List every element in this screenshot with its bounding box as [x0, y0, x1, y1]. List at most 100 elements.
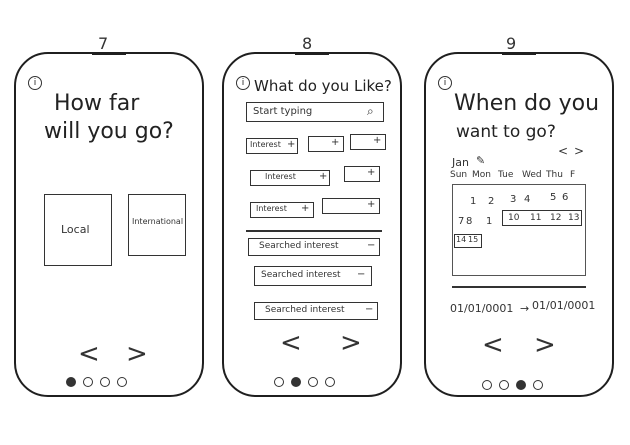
page-dot: [291, 377, 301, 387]
info-icon: i: [438, 76, 452, 90]
local-option-label: Local: [61, 223, 90, 236]
date-to-field[interactable]: 01/01/0001: [532, 299, 596, 312]
phone-screen-8: i What do you Like? Start typing ⌕ Inter…: [222, 52, 402, 397]
screen-number: 9: [506, 34, 517, 53]
calendar-day[interactable]: 5: [550, 192, 557, 203]
calendar-grid: [452, 184, 586, 276]
searched-interest-chip[interactable]: Searched interest −: [254, 266, 372, 286]
selected-range: [454, 234, 482, 248]
screen-number: 7: [98, 34, 109, 53]
phone-screen-7: i How far will you go? Local Internation…: [14, 52, 204, 397]
calendar-day[interactable]: 13: [568, 213, 580, 223]
interest-label: Interest: [256, 204, 287, 213]
add-icon: +: [301, 203, 310, 214]
weekday-label: F: [570, 170, 576, 180]
calendar-day[interactable]: 14: [456, 235, 467, 244]
page-dot: [516, 380, 526, 390]
arrow-icon: →: [520, 302, 530, 315]
page-dot: [83, 377, 93, 387]
prev-arrow-button[interactable]: <: [482, 330, 504, 360]
searched-interest-label: Searched interest: [265, 305, 345, 315]
divider: [246, 230, 382, 232]
next-arrow-button[interactable]: >: [340, 328, 362, 358]
international-option-button[interactable]: International: [128, 194, 186, 256]
weekday-label: Thu: [546, 170, 563, 180]
weekday-label: Mon: [472, 170, 491, 180]
add-icon: +: [331, 137, 340, 148]
interest-add-button[interactable]: +: [308, 136, 344, 152]
edit-icon: ✎: [476, 154, 486, 167]
add-icon: +: [373, 135, 382, 146]
search-input[interactable]: Start typing ⌕: [246, 102, 384, 122]
remove-icon: −: [365, 304, 374, 315]
page-dot: [117, 377, 127, 387]
prev-month-button[interactable]: <: [558, 144, 569, 158]
weekday-label: Wed: [522, 170, 542, 180]
info-icon: i: [28, 76, 42, 90]
next-month-button[interactable]: >: [574, 144, 585, 158]
remove-icon: −: [367, 240, 376, 251]
prev-arrow-button[interactable]: <: [78, 339, 100, 369]
interest-add-button[interactable]: +: [322, 198, 380, 214]
weekday-label: Tue: [498, 170, 514, 180]
next-arrow-button[interactable]: >: [534, 330, 556, 360]
calendar-day[interactable]: 10: [508, 213, 520, 223]
interest-add-button[interactable]: +: [350, 134, 386, 150]
searched-interest-chip[interactable]: Searched interest −: [248, 238, 380, 256]
interest-label: Interest: [250, 140, 281, 149]
interest-chip[interactable]: Interest +: [250, 202, 314, 218]
calendar-day[interactable]: 1: [470, 196, 477, 207]
calendar-day[interactable]: 15: [468, 235, 479, 244]
add-icon: +: [367, 199, 376, 210]
add-icon: +: [367, 167, 376, 178]
interest-add-button[interactable]: +: [344, 166, 380, 182]
divider: [452, 286, 586, 288]
weekday-label: Sun: [450, 170, 468, 180]
page-dot: [499, 380, 509, 390]
calendar-day[interactable]: 1: [486, 216, 493, 227]
calendar-day[interactable]: 4: [524, 194, 531, 205]
calendar-day[interactable]: 3: [510, 194, 517, 205]
searched-interest-label: Searched interest: [261, 270, 341, 280]
remove-icon: −: [357, 269, 366, 280]
page-dot: [308, 377, 318, 387]
selected-range: [502, 210, 582, 226]
search-icon: ⌕: [367, 104, 374, 118]
page-dot: [100, 377, 110, 387]
calendar-day[interactable]: 2: [488, 196, 495, 207]
calendar-day[interactable]: 6: [562, 192, 569, 203]
calendar-day[interactable]: 7: [458, 216, 465, 227]
page-dot: [325, 377, 335, 387]
calendar-day[interactable]: 8: [466, 216, 473, 227]
page-dot: [482, 380, 492, 390]
add-icon: +: [319, 171, 328, 182]
notch: [502, 52, 536, 55]
page-indicator: [482, 380, 543, 390]
month-label: Jan: [452, 156, 469, 169]
page-title: What do you Like?: [254, 77, 392, 95]
interest-chip[interactable]: Interest +: [250, 170, 330, 186]
searched-interest-label: Searched interest: [259, 241, 339, 251]
add-icon: +: [287, 139, 296, 150]
calendar-day[interactable]: 12: [550, 213, 562, 223]
interest-chip[interactable]: Interest +: [246, 138, 298, 154]
screen-number: 8: [302, 34, 313, 53]
prev-arrow-button[interactable]: <: [280, 328, 302, 358]
international-option-label: International: [132, 217, 184, 226]
notch: [295, 52, 329, 55]
local-option-button[interactable]: Local: [44, 194, 112, 266]
page-title: When do you: [454, 91, 600, 116]
info-icon: i: [236, 76, 250, 90]
page-dot: [274, 377, 284, 387]
page-title-line2: will you go?: [44, 119, 174, 144]
page-dot: [66, 377, 76, 387]
page-indicator: [66, 377, 127, 387]
page-title-line2: want to go?: [456, 122, 556, 142]
notch: [92, 52, 126, 55]
next-arrow-button[interactable]: >: [126, 339, 148, 369]
calendar-day[interactable]: 11: [530, 213, 542, 223]
page-title: How far: [54, 91, 140, 116]
date-from-field[interactable]: 01/01/0001: [450, 302, 514, 315]
searched-interest-chip[interactable]: Searched interest −: [254, 302, 378, 320]
interest-label: Interest: [265, 172, 296, 181]
